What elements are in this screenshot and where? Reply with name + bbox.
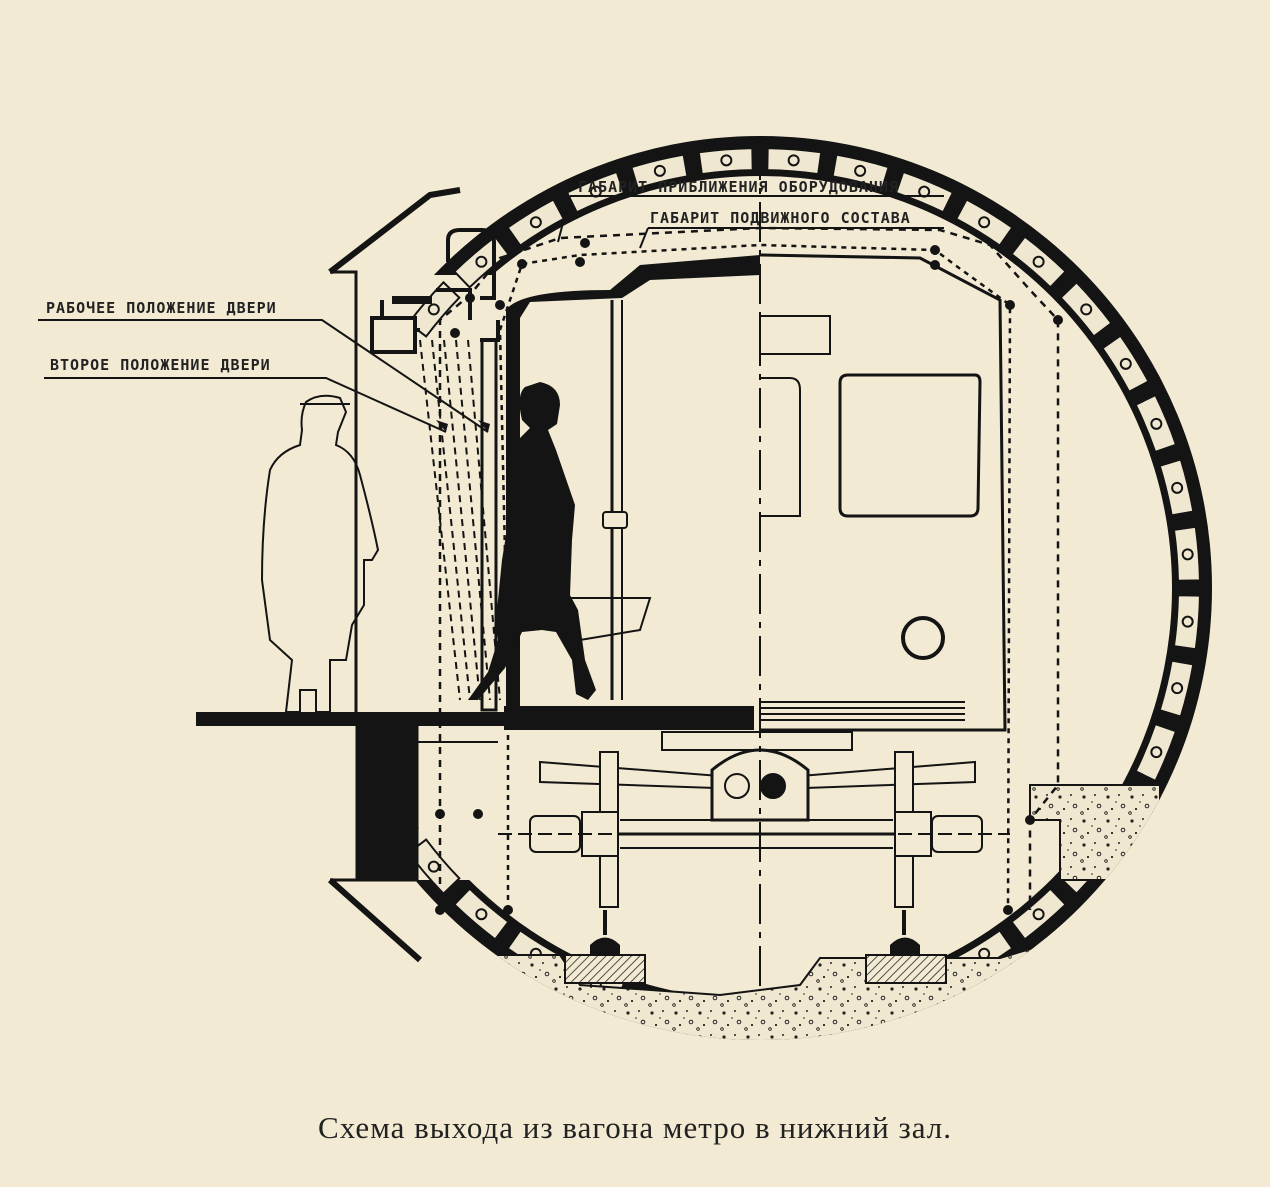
lining-segment xyxy=(1010,887,1068,941)
lining-bolt-mark xyxy=(1171,682,1184,695)
lining-segment xyxy=(630,153,689,190)
leader-arrows xyxy=(436,420,490,432)
door-second-position-label: ВТОРОЕ ПОЛОЖЕНИЕ ДВЕРИ xyxy=(50,356,271,374)
metro-car-body xyxy=(506,253,1007,732)
lining-bolt-mark xyxy=(475,255,488,268)
lining-bolt-mark xyxy=(1032,255,1045,268)
lining-segment xyxy=(1134,722,1178,783)
door-mechanism xyxy=(370,228,500,354)
rails xyxy=(564,910,947,984)
lining-segment xyxy=(894,170,955,214)
leader-lines xyxy=(38,195,944,433)
lining-bolt-mark xyxy=(1119,357,1132,370)
lining-bolt-mark xyxy=(1181,548,1194,561)
lining-segment xyxy=(1158,659,1195,718)
figure-caption: Схема выхода из вагона метро в нижний за… xyxy=(318,1110,952,1145)
rolling-stock-gauge-label: ГАБАРИТ ПОДВИЖНОГО СОСТАВА xyxy=(650,209,911,227)
lining-segment xyxy=(1172,594,1201,651)
lining-bolt-mark xyxy=(787,154,800,167)
lining-segment xyxy=(697,147,754,176)
lining-bolt-mark xyxy=(1150,746,1163,759)
lining-bolt-mark xyxy=(1080,303,1093,316)
standing-passenger-figure xyxy=(260,394,380,713)
rolling-stock-gauge xyxy=(498,243,1012,911)
lining-bolt-mark xyxy=(1150,417,1163,430)
lining-segment xyxy=(1158,458,1195,517)
lining-bolt-mark xyxy=(475,908,488,921)
lining-bolt-mark xyxy=(720,154,733,167)
lining-bolt-mark xyxy=(529,216,542,229)
bogie-assembly xyxy=(498,731,1010,908)
lining-segment xyxy=(452,887,510,941)
lining-segment xyxy=(954,198,1014,247)
platform-floor xyxy=(196,706,754,743)
lining-bolt-mark xyxy=(978,216,991,229)
walking-passenger-figure xyxy=(468,382,596,700)
lining-bolt-mark xyxy=(1181,615,1194,628)
lining-segment xyxy=(831,153,890,190)
lining-segment xyxy=(1134,393,1178,454)
lining-segment xyxy=(565,170,626,214)
lining-bolt-mark xyxy=(653,164,666,177)
lining-segment xyxy=(1101,334,1150,394)
lining-bolt-mark xyxy=(1032,908,1045,921)
equipment-gauge-label: ГАБАРИТ ПРИБЛИЖЕНИЯ ОБОРУДОВАНИЯ xyxy=(578,178,899,196)
lining-segment xyxy=(407,838,461,896)
lining-bolt-mark xyxy=(427,303,440,316)
gauge-points xyxy=(435,238,1063,915)
lining-bolt-mark xyxy=(1171,481,1184,494)
lining-segment xyxy=(1172,525,1201,582)
lining-bolt-mark xyxy=(854,164,867,177)
lining-segment xyxy=(1010,235,1068,289)
door-working-position-label: РАБОЧЕЕ ПОЛОЖЕНИЕ ДВЕРИ xyxy=(46,299,277,317)
lining-segment xyxy=(1059,280,1113,338)
platform-cutout xyxy=(328,187,461,963)
lining-segment xyxy=(766,147,823,176)
lining-segment xyxy=(407,280,461,338)
